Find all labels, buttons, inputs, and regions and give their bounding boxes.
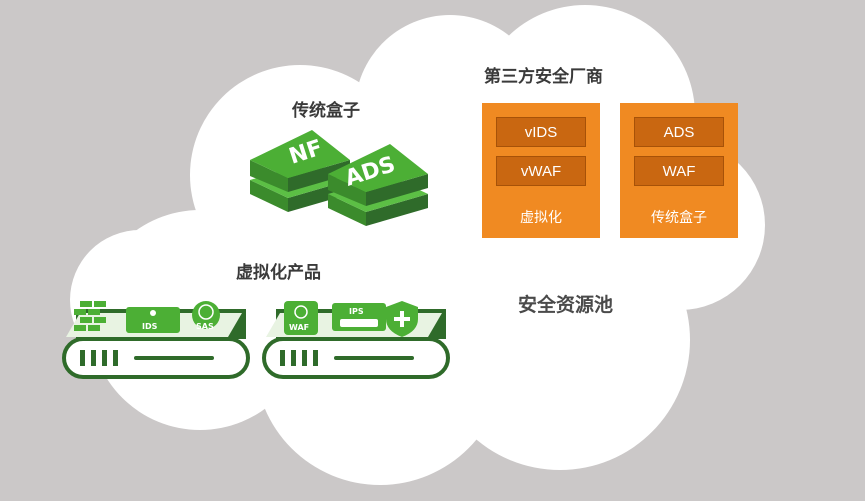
ids-badge-label: IDS: [142, 322, 158, 331]
ids-badge-icon: IDS: [126, 307, 180, 333]
ips-badge-label: IPS: [349, 307, 364, 316]
ads-box: ADS: [328, 144, 428, 226]
legacy-boxes-illustration: NF ADS: [250, 130, 428, 226]
vendor-card-legacy: ADS WAF 传统盒子: [620, 103, 738, 238]
waf-badge-label: WAF: [289, 323, 309, 332]
virtual-products-title: 虚拟化产品: [236, 263, 321, 283]
chip-vwaf: vWAF: [496, 156, 586, 186]
sas-badge-label: SAS: [196, 322, 214, 331]
sas-badge-icon: SAS: [192, 301, 220, 331]
vendor-card-caption: 传统盒子: [651, 210, 707, 226]
legacy-boxes-title: 传统盒子: [292, 101, 360, 121]
virtual-appliance-1: IDS SAS: [62, 301, 250, 379]
virtual-appliance-2: WAF IPS: [262, 301, 450, 379]
vendor-card-virtual: vIDS vWAF 虚拟化: [482, 103, 600, 238]
chip-ads: ADS: [634, 117, 724, 147]
security-pool-label: 安全资源池: [518, 294, 614, 316]
waf-badge-icon: WAF: [284, 301, 318, 335]
chip-vids: vIDS: [496, 117, 586, 147]
ips-badge-icon: IPS: [332, 303, 386, 331]
vendor-card-caption: 虚拟化: [520, 210, 562, 226]
chip-waf: WAF: [634, 156, 724, 186]
third-party-title: 第三方安全厂商: [484, 67, 603, 87]
firewall-icon: [74, 301, 106, 331]
shield-plus-icon: [386, 301, 418, 337]
